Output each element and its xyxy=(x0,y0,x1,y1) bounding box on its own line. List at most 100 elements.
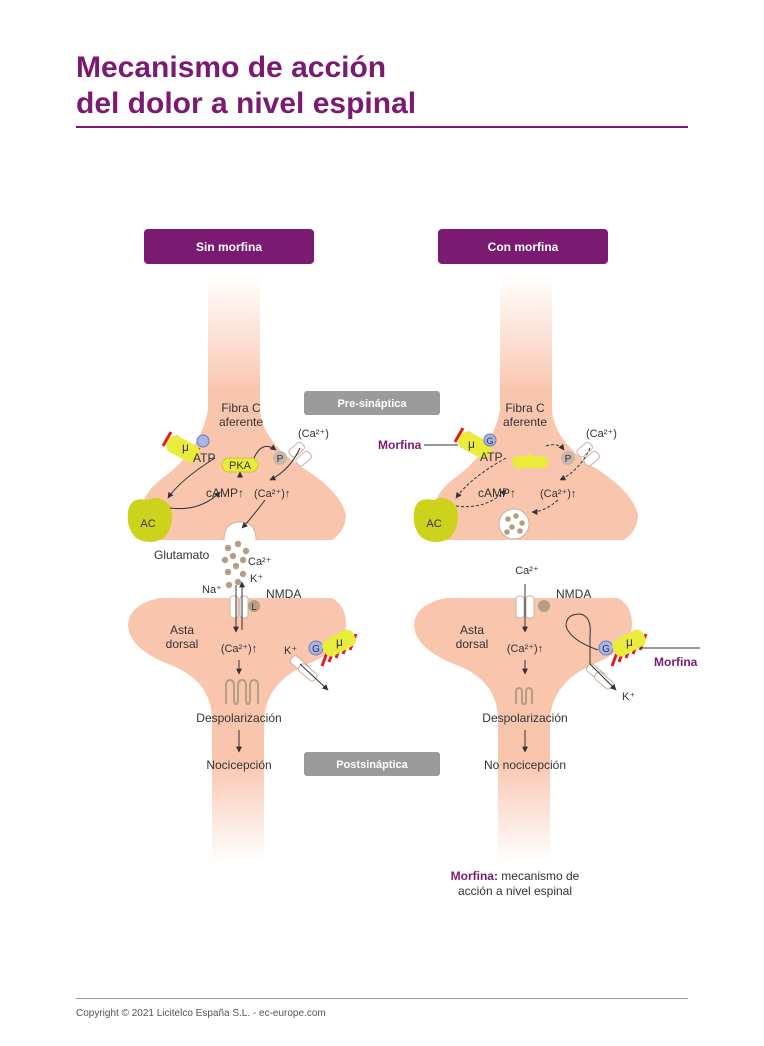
right-ca-up-label: (Ca²⁺)↑ xyxy=(540,488,576,500)
right-asta-label-2: dorsal xyxy=(456,637,489,651)
right-nmda-channel-a xyxy=(515,595,525,619)
left-vesicle-pore xyxy=(223,521,257,541)
right-mu-receptor-post xyxy=(610,629,648,667)
left-ca-channel-b xyxy=(295,450,312,467)
right-ac-enzyme xyxy=(413,498,458,542)
left-ca-channel-a xyxy=(288,441,305,458)
left-p-circle xyxy=(273,451,287,465)
right-ca-post-label: (Ca²⁺)↑ xyxy=(507,643,543,655)
header-sin-morfina: Sin morfina xyxy=(144,229,314,264)
left-g-protein-pre xyxy=(196,434,210,448)
right-arrow-ac-camp xyxy=(455,489,507,508)
right-depolarization-wave-small xyxy=(515,686,533,706)
right-ca2-label: Ca²⁺ xyxy=(515,565,539,577)
right-ca-top-label: (Ca²⁺) xyxy=(586,428,617,440)
left-arrow-ca-vesicle xyxy=(241,499,266,529)
right-arrow-ca-vesicle xyxy=(531,499,559,515)
right-mu-receptor-pre xyxy=(453,427,493,459)
right-fibra-label-1: Fibra C xyxy=(505,401,545,415)
left-l-label: L xyxy=(251,602,256,612)
left-ca-up-label: (Ca²⁺)↑ xyxy=(254,488,290,500)
label-postsinaptica-text: Postsináptica xyxy=(336,759,408,771)
left-asta-label-1: Asta xyxy=(170,623,194,637)
right-atp-label: ATP xyxy=(480,450,502,464)
left-arrow-ac-camp xyxy=(169,491,221,510)
title-rule xyxy=(76,126,688,128)
left-arrow-ca-in xyxy=(269,447,301,481)
left-pka-label: PKA xyxy=(229,460,252,472)
left-ca-post-label: (Ca²⁺)↑ xyxy=(221,643,257,655)
left-despol-label: Despolarización xyxy=(196,711,281,725)
left-panel: AC μ ATP Fibra C aferente PKA P (Ca²⁺) xyxy=(127,275,358,863)
right-p-circle xyxy=(561,451,575,465)
title-line-2: del dolor a nivel espinal xyxy=(76,87,417,120)
left-g-label: G xyxy=(312,644,320,655)
right-asta-label-1: Asta xyxy=(460,623,484,637)
right-pre-axon xyxy=(500,275,552,395)
caption-bold: Morfina: xyxy=(451,869,498,883)
right-noci-label: No nocicepción xyxy=(484,758,566,772)
right-nmda-label: NMDA xyxy=(556,587,591,601)
right-morfina-post-label: Morfina xyxy=(654,655,698,669)
right-nmda-channel-b xyxy=(525,595,535,619)
right-morfina-pre-label: Morfina xyxy=(378,438,422,452)
header-con-morfina-label: Con morfina xyxy=(488,240,559,254)
right-mu-post-label: μ xyxy=(626,635,633,649)
right-ca-channel-b xyxy=(583,450,600,467)
right-vesicle-dots xyxy=(504,513,525,535)
caption-line-2: acción a nivel espinal xyxy=(458,884,572,898)
left-ac-enzyme xyxy=(127,498,172,542)
right-camp-label: cAMP↑ xyxy=(478,486,516,500)
header-con-morfina: Con morfina xyxy=(438,229,608,264)
left-l-circle xyxy=(248,600,260,612)
left-p-label: P xyxy=(277,454,284,465)
left-k-up-label: K⁺ xyxy=(250,573,263,585)
left-fibra-label-2: aferente xyxy=(219,415,263,429)
left-glutamate-dots xyxy=(221,540,250,589)
left-mu-receptor-post xyxy=(320,629,358,667)
left-asta-label-2: dorsal xyxy=(166,637,199,651)
right-arrow-k-out xyxy=(565,613,617,691)
right-mu-label: μ xyxy=(468,437,475,451)
right-l-circle xyxy=(538,600,550,612)
right-fibra-label-2: aferente xyxy=(503,415,547,429)
left-mu-label: μ xyxy=(182,440,189,454)
left-mu-receptor-pre xyxy=(161,431,201,463)
caption-line-1: Morfina: mecanismo de xyxy=(451,869,580,883)
left-arrow-pka-p xyxy=(253,444,277,459)
caption-rest: mecanismo de xyxy=(498,869,580,883)
left-nmda-label: NMDA xyxy=(266,587,301,601)
title-line-1: Mecanismo de acción xyxy=(76,51,387,84)
right-pka-inactive xyxy=(512,456,548,468)
left-arrow-k-out xyxy=(299,663,329,691)
page-title: Mecanismo de acción del dolor a nivel es… xyxy=(76,50,416,122)
right-arrow-ca-in xyxy=(559,447,591,481)
left-glutamato-label: Glutamato xyxy=(154,548,210,562)
right-pka-knob xyxy=(526,452,534,458)
right-despol-label: Despolarización xyxy=(482,711,567,725)
right-p-label: P xyxy=(565,454,572,465)
right-post-axon xyxy=(498,758,550,863)
right-panel: AC μ G Morfina ATP Fibra C aferente P (C… xyxy=(378,275,700,863)
copyright-text: Copyright © 2021 Licitelco España S.L. -… xyxy=(76,1008,326,1019)
footer-rule xyxy=(76,998,688,999)
left-pre-axon xyxy=(208,275,260,395)
left-arrow-atp-ac xyxy=(167,457,216,499)
left-nmda-channel-b xyxy=(239,595,249,619)
right-ac-label: AC xyxy=(426,518,441,530)
right-g-protein-pre xyxy=(483,433,497,447)
right-arrow-atp-ac xyxy=(455,457,507,499)
left-fibra-label-1: Fibra C xyxy=(221,401,261,415)
left-camp-label: cAMP↑ xyxy=(206,486,244,500)
left-nmda-channel-a xyxy=(229,595,239,619)
right-arrow-pka-p xyxy=(545,443,565,451)
left-noci-label: Nocicepción xyxy=(206,758,271,772)
left-mu-post-label: μ xyxy=(336,635,343,649)
label-pre-sinaptica: Pre-sináptica xyxy=(304,391,440,415)
right-post-neuron xyxy=(414,598,632,760)
left-depolarization-wave xyxy=(225,678,259,706)
right-g-post-label: G xyxy=(602,644,610,655)
left-atp-label: ATP xyxy=(193,451,215,465)
left-post-neuron xyxy=(128,598,346,760)
